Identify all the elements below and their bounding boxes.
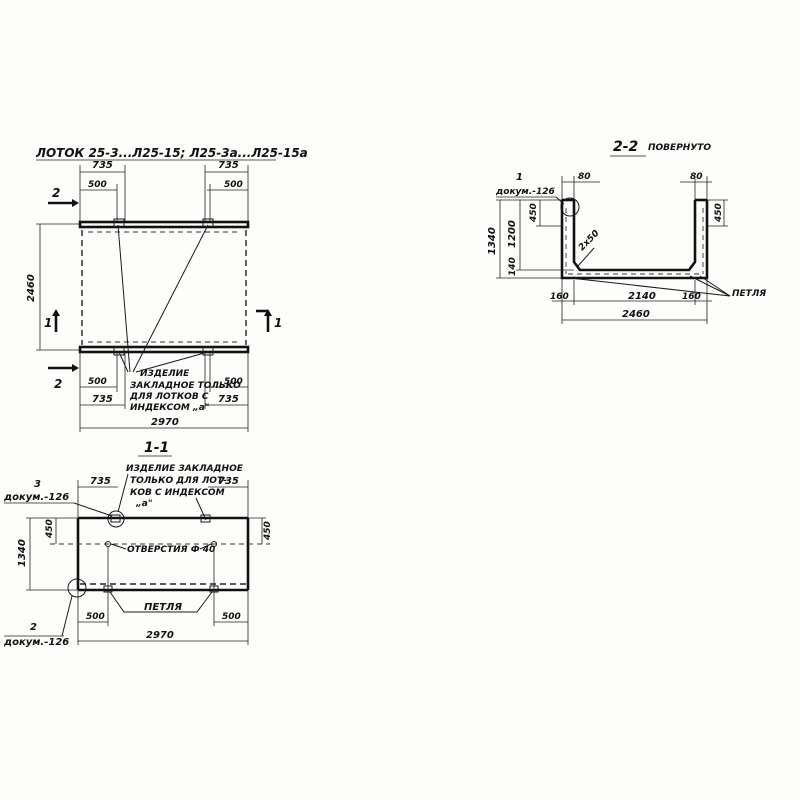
plan-dim-bottom-left: 735 [92,394,113,405]
section11-callout2-leader [61,595,73,637]
section11-hole [105,541,111,547]
section22-callout1-doc: докум.-126 [495,187,555,197]
plan-embedded-plate [113,346,125,356]
section11-note-line-3: КОВ С ИНДЕКСОМ [130,488,225,498]
section22-loop-label: ПЕТЛЯ [732,289,766,299]
section22-loop-leader [569,277,731,297]
plan-leader-line [132,224,209,373]
section22-dim-base-total: 2460 [622,309,650,320]
plan-dim-bottom-right: 735 [218,394,239,405]
section22-loop-leader [689,275,731,297]
section11-dim-left-top: 450 [45,519,55,539]
section22-dim-top-right: 450 [714,203,724,223]
section22-dim-base-left: 160 [550,292,569,302]
section11-hole-leader [110,543,127,550]
section22-subtitle: ПОВЕРНУТО [648,143,711,153]
section11-loop-mark [103,585,113,593]
plan-section-2-bottom-label: 2 [54,377,62,391]
plan-dim-bottom-left-inner: 500 [88,377,107,387]
section11-note-line-2: ТОЛЬКО ДЛЯ ЛОТ- [130,476,227,486]
plan-section-2-top-arrow [72,199,79,207]
section22-outer-profile [560,200,709,280]
section11-hole [211,541,217,547]
section22-dim-wall-right: 80 [690,172,703,182]
section11-callout2-num: 2 [30,622,37,633]
plan-note-line-3: ДЛЯ ЛОТКОВ С [129,392,209,402]
section22-dim-top-left: 450 [529,203,539,223]
plan-section-2-bottom-arrow [72,364,79,372]
plan-dim-top-left-inner: 500 [88,180,107,190]
plan-section-1-right-arrow [264,309,272,316]
section11-embedded-plate [110,514,121,523]
plan-note-line-2: ЗАКЛАДНОЕ ТОЛЬКО [130,381,241,391]
section11-dim-top-right: 735 [218,476,239,487]
section11-dim-bottom-right: 500 [222,612,241,622]
plan-view: ЛОТОК 25-3...Л25-15; Л25-3а...Л25-15а 73… [26,146,308,432]
section-1-1: 1-1 ИЗДЕЛИЕ ЗАКЛАДНОЕ ТОЛЬКО ДЛЯ ЛОТ- КО… [3,440,273,648]
section22-dim-base-right: 160 [682,292,701,302]
plan-dim-height: 2460 [26,274,37,302]
section11-loop-leader [109,591,213,613]
section11-hole-label: ОТВЕРСТИЯ Ф 40 [127,545,215,555]
section11-callout2-doc: докум.-126 [3,637,69,648]
plan-leader-line [135,351,209,373]
section22-title: 2-2 [613,139,638,155]
section11-loop-mark [209,585,219,593]
section11-note-leader [195,497,207,521]
section11-title: 1-1 [144,440,169,456]
section22-dim-wall-left: 80 [578,172,591,182]
section22-dim-chamfer: 2х50 [577,229,601,253]
section11-dim-total: 2970 [146,630,174,641]
plan-dim-bottom-right-inner: 500 [224,377,243,387]
plan-embedded-plate [202,218,214,228]
section22-inner-profile [572,200,697,272]
plan-note-line-4: ИНДЕКСОМ „а" [130,403,210,413]
section11-callout3-doc: докум.-126 [3,492,69,503]
section11-callout3-leader [73,502,113,517]
section11-dim-bottom-left: 500 [86,612,105,622]
plan-leader-line [117,224,131,373]
plan-dim-top-right-inner: 500 [224,180,243,190]
section11-embedded-plate [200,514,211,523]
plan-dim-total-length: 2970 [151,417,179,428]
plan-top-edge [78,220,250,229]
plan-section-1-right-label: 1 [274,316,282,330]
section11-dim-top-left: 735 [90,476,111,487]
section11-note-line-4: „а" [135,499,153,509]
plan-title: ЛОТОК 25-3...Л25-15; Л25-3а...Л25-15а [35,146,308,160]
section22-dim-total-height: 1340 [487,227,498,255]
section11-note-line-1: ИЗДЕЛИЕ ЗАКЛАДНОЕ [126,464,244,474]
plan-section-1-left-label: 1 [44,316,52,330]
section22-loop-leader [699,275,731,297]
section22-dim-bottom: 140 [508,257,518,276]
section22-dim-base-inner: 2140 [628,291,656,302]
section11-dim-right: 450 [263,521,273,541]
plan-bottom-edge [78,345,250,354]
plan-section-2-top-label: 2 [52,186,60,200]
plan-leader-line [118,351,129,373]
section11-callout3-num: 3 [34,479,41,490]
plan-dim-top-left: 735 [92,160,113,171]
section11-loop-label: ПЕТЛЯ [144,602,182,613]
plan-section-1-left-arrow [52,309,60,316]
plan-dim-top-right: 735 [218,160,239,171]
section11-hole-leader [199,543,212,550]
section-2-2: 2-2 ПОВЕРНУТО 1 докум.-126 80 80 2х50 [487,139,766,324]
section11-dim-left-total: 1340 [17,539,28,567]
plan-embedded-plate [202,346,214,356]
section11-callout2-circle [67,578,87,598]
section22-dim-inner-height: 1200 [507,220,518,248]
plan-embedded-plate [113,218,125,228]
section11-note-leader [117,473,129,513]
section22-callout1-num: 1 [516,172,523,183]
section22-chamfer-leader [577,247,595,267]
plan-note-line-1: ИЗДЕЛИЕ [140,369,190,379]
